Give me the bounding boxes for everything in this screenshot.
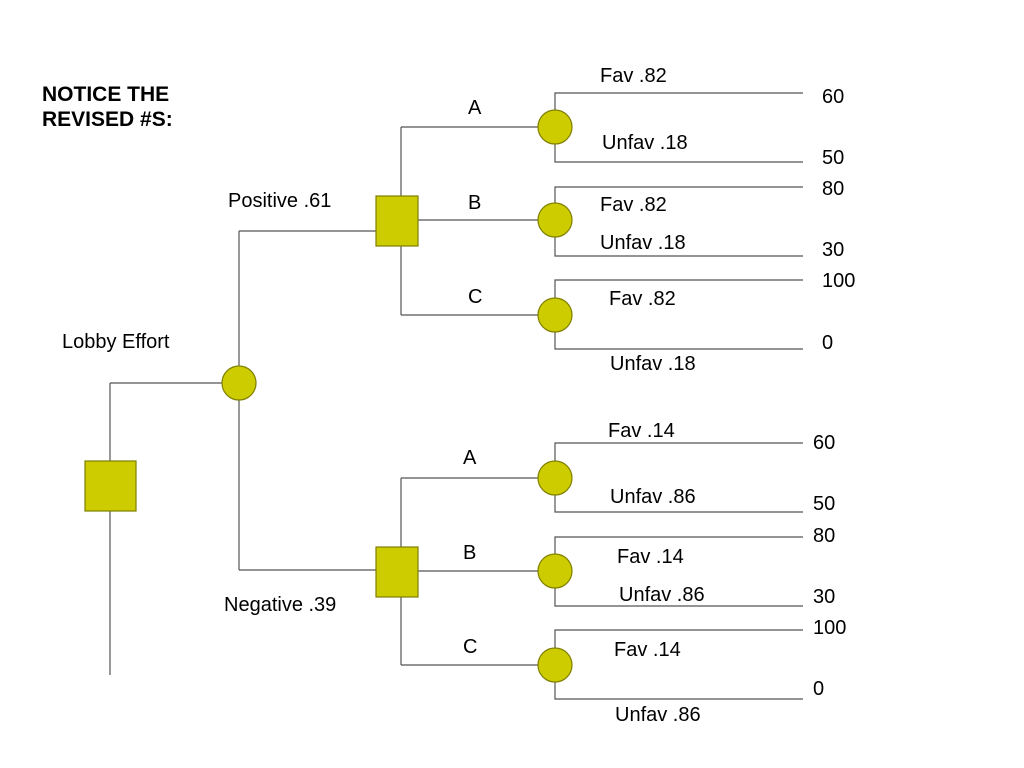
neg-b-chance-node — [537, 553, 573, 589]
neg-a-fav-label: Fav .14 — [608, 420, 675, 442]
pos-option-a-label: A — [468, 97, 482, 119]
neg-a-unfav-label: Unfav .86 — [610, 486, 696, 508]
revised-note-line1: NOTICE THE — [42, 83, 170, 106]
neg-a-unfav-payoff: 50 — [813, 493, 836, 515]
pos-option-c-label: C — [468, 286, 483, 308]
pos-a-unfav-payoff: 50 — [822, 147, 845, 169]
neg-option-b-label: B — [463, 542, 477, 564]
neg-b-unfav-payoff: 30 — [813, 586, 836, 608]
pos-b-chance-node — [537, 202, 573, 238]
neg-c-unfav-label: Unfav .86 — [615, 704, 701, 726]
neg-b-fav-payoff: 80 — [813, 525, 836, 547]
pos-c-chance-node — [537, 297, 573, 333]
lobby-effort-label: Lobby Effort — [62, 331, 170, 353]
neg-c-unfav-payoff: 0 — [813, 678, 825, 700]
pos-c-unfav-label: Unfav .18 — [610, 353, 696, 375]
negative-label: Negative .39 — [224, 594, 337, 616]
pos-b-unfav-label: Unfav .18 — [600, 232, 686, 254]
neg-b-fav-label: Fav .14 — [617, 546, 684, 568]
positive-label: Positive .61 — [228, 190, 332, 212]
positive-decision-node — [375, 195, 419, 247]
pos-a-unfav-label: Unfav .18 — [602, 132, 688, 154]
neg-c-chance-node — [537, 647, 573, 683]
root-decision-node — [84, 460, 137, 512]
neg-b-unfav-label: Unfav .86 — [619, 584, 705, 606]
pos-option-b-label: B — [468, 192, 482, 214]
pos-b-unfav-payoff: 30 — [822, 239, 845, 261]
revised-note: NOTICE THE REVISED #S: — [42, 82, 173, 132]
pos-a-fav-label: Fav .82 — [600, 65, 667, 87]
pos-b-fav-label: Fav .82 — [600, 194, 667, 216]
pos-c-fav-payoff: 100 — [822, 270, 856, 292]
pos-c-outcomes — [554, 279, 803, 350]
pos-c-unfav-payoff: 0 — [822, 332, 834, 354]
neg-a-fav-payoff: 60 — [813, 432, 836, 454]
revised-note-line2: REVISED #S: — [42, 108, 173, 132]
neg-a-chance-node — [537, 460, 573, 496]
pos-a-chance-node — [537, 109, 573, 145]
pos-c-fav-label: Fav .82 — [609, 288, 676, 310]
negative-decision-node — [375, 546, 419, 598]
pos-b-fav-payoff: 80 — [822, 178, 845, 200]
neg-c-fav-payoff: 100 — [813, 617, 847, 639]
lobby-chance-node — [221, 365, 257, 401]
pos-a-fav-payoff: 60 — [822, 86, 845, 108]
neg-option-a-label: A — [463, 447, 477, 469]
neg-c-fav-label: Fav .14 — [614, 639, 681, 661]
neg-option-c-label: C — [463, 636, 478, 658]
